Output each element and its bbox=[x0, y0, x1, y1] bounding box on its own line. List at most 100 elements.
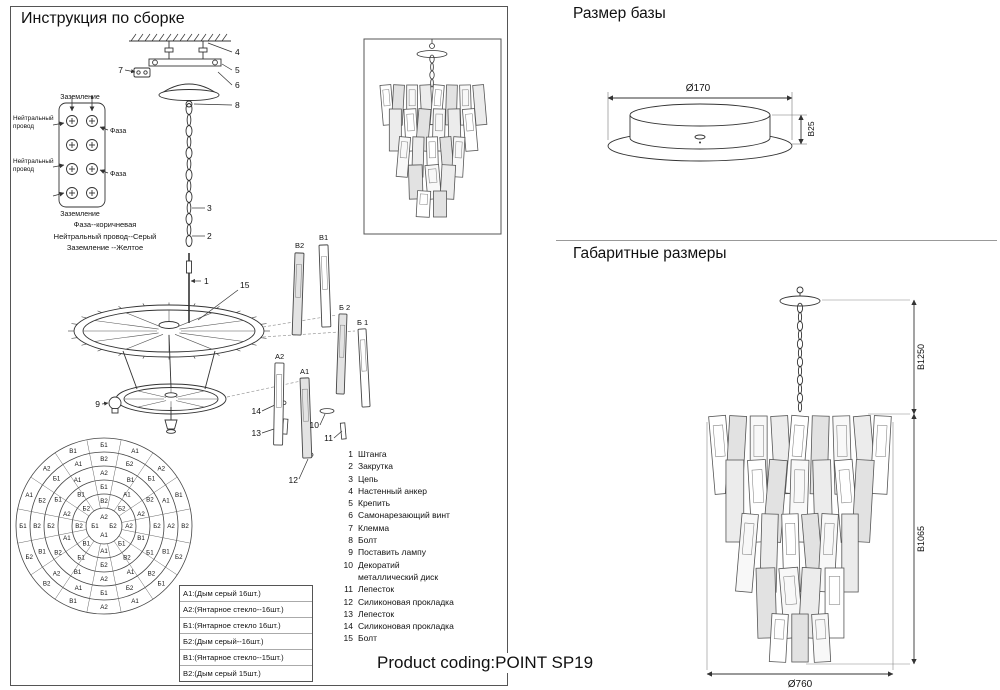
section-divider bbox=[556, 240, 997, 241]
plan-label: A2 bbox=[137, 511, 145, 518]
glass-petal-detail bbox=[435, 113, 443, 132]
chain-link bbox=[797, 383, 803, 395]
ring-tick bbox=[251, 316, 257, 319]
chain-link bbox=[797, 329, 803, 341]
legend-number: 10 bbox=[343, 559, 353, 570]
spoke bbox=[137, 400, 167, 408]
plan-label: Б1 bbox=[148, 476, 156, 483]
plan-spoke bbox=[17, 508, 87, 523]
legend-number: 14 bbox=[343, 621, 353, 632]
plan-label: B2 bbox=[33, 523, 41, 530]
glass-petal-detail bbox=[454, 141, 463, 159]
plan-label: A1 bbox=[131, 598, 139, 605]
plan-label: A2 bbox=[100, 470, 108, 477]
chain-link bbox=[796, 320, 804, 332]
glass-petal-detail bbox=[399, 141, 409, 159]
plan-label: Б2 bbox=[83, 505, 91, 512]
strip-label-v1: B1 bbox=[319, 233, 328, 242]
glass-petal-detail bbox=[465, 113, 474, 132]
ring-tick bbox=[142, 355, 145, 359]
plan-label: B1 bbox=[69, 448, 77, 455]
legend-number: 7 bbox=[348, 522, 353, 533]
spoke bbox=[175, 390, 205, 398]
plan-spoke bbox=[121, 529, 191, 544]
glass-petal-detail bbox=[793, 469, 806, 504]
plan-label: A2 bbox=[167, 523, 175, 530]
plan-label: A1 bbox=[75, 461, 83, 468]
glass-strip-detail bbox=[295, 264, 302, 298]
plan-label: B1 bbox=[83, 541, 91, 548]
chain-link bbox=[186, 114, 192, 126]
strip-label-a1: A1 bbox=[300, 367, 309, 376]
plan-label: A2 bbox=[100, 576, 108, 583]
plan-label: Б2 bbox=[118, 505, 126, 512]
base-size-title: Размер базы bbox=[573, 5, 666, 22]
plan-label: A2 bbox=[158, 466, 166, 473]
callout-9: 9 bbox=[95, 399, 100, 409]
total-height-label: B1250 bbox=[916, 344, 926, 370]
plan-label: A1 bbox=[74, 477, 82, 484]
callout-2: 2 bbox=[207, 231, 212, 241]
plan-label: B2 bbox=[43, 580, 51, 587]
plan-label: A2 bbox=[43, 466, 51, 473]
wire-color-line: Заземление --Желтое bbox=[66, 243, 144, 252]
page-title: Инструкция по сборке bbox=[21, 10, 185, 27]
glass-strip bbox=[291, 252, 305, 336]
ring-tick bbox=[71, 323, 78, 325]
hatch-line bbox=[186, 33, 193, 42]
hatch-line bbox=[130, 33, 137, 42]
glass-petal-detail bbox=[428, 168, 438, 184]
plan-spoke bbox=[107, 543, 122, 613]
glass-strip bbox=[299, 377, 313, 459]
legend-number: 15 bbox=[343, 633, 353, 644]
legend-number: 8 bbox=[348, 535, 353, 546]
plan-label: A2 bbox=[125, 523, 133, 530]
plan-label: Б2 bbox=[47, 523, 55, 530]
plan-label: A1 bbox=[131, 448, 139, 455]
glass-petal-detail bbox=[408, 89, 416, 107]
plan-label: Б1 bbox=[19, 523, 27, 530]
plan-spoke bbox=[54, 540, 95, 600]
chain-link bbox=[186, 224, 192, 236]
spoke bbox=[179, 332, 244, 342]
callout-10: 10 bbox=[310, 420, 320, 430]
ring-tick bbox=[236, 310, 241, 313]
assembled-chandelier-drawing bbox=[379, 39, 488, 218]
glass-petal bbox=[472, 84, 488, 126]
plan-label: Б1 bbox=[77, 555, 85, 562]
glass-petal-detail bbox=[406, 113, 415, 132]
label-neutral-1b: провод bbox=[13, 123, 34, 130]
legend-number: 12 bbox=[343, 596, 353, 607]
plan-label: B2 bbox=[146, 497, 154, 504]
layout-plan bbox=[15, 437, 193, 615]
plan-label: A2 bbox=[100, 514, 108, 521]
plan-label: Б1 bbox=[158, 580, 166, 587]
ceiling-mount-drawing bbox=[129, 33, 231, 323]
glass-part-row: А1:(Дым серый 16шт.) bbox=[180, 586, 312, 602]
assembly-diagram: Б1A1A2B1B2Б2Б1A1A2B1B2Б2Б1A1A2B1B2Б2Б1A1… bbox=[13, 33, 502, 615]
glass-part-row: Б1:(Янтарное стекло 16шт.) bbox=[180, 618, 312, 634]
ring-tick bbox=[260, 323, 267, 325]
plan-label: B1 bbox=[127, 477, 135, 484]
hatch-line bbox=[151, 33, 158, 42]
plan-label: B2 bbox=[75, 523, 83, 530]
plan-label: B2 bbox=[100, 456, 108, 463]
plan-label: A1 bbox=[127, 569, 135, 576]
ring-tick bbox=[118, 353, 122, 356]
plan-label: B2 bbox=[100, 498, 108, 505]
body-diameter-label: Ø760 bbox=[788, 679, 813, 690]
glass-petal bbox=[811, 613, 832, 663]
legend-label: Крепить bbox=[358, 498, 391, 509]
hatch-line bbox=[200, 33, 207, 42]
ring-tick bbox=[260, 337, 267, 339]
legend-number: 3 bbox=[348, 473, 353, 484]
hatch-line bbox=[214, 33, 221, 42]
plan-label: B1 bbox=[77, 491, 85, 498]
plan-label: Б2 bbox=[126, 461, 134, 468]
plan-label: B2 bbox=[54, 550, 62, 557]
